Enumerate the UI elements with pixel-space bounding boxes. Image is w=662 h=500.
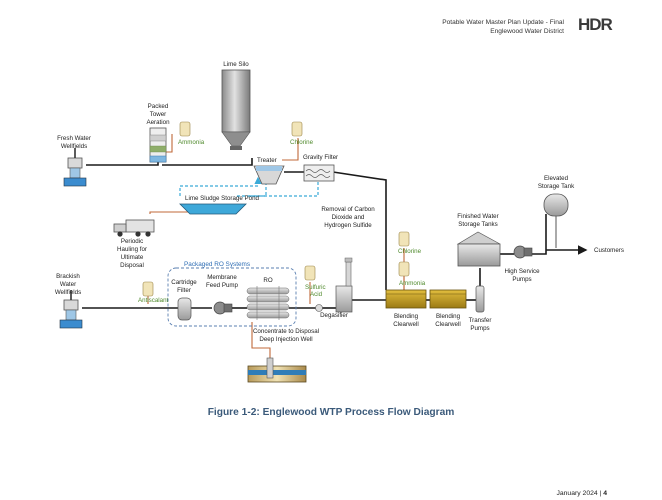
periodic-label-2: Hauling for — [117, 246, 147, 253]
hdr-logo: HDR — [578, 15, 613, 34]
packed-tower — [149, 127, 167, 163]
removal-label-3: Hydrogen Sulfide — [324, 222, 372, 229]
ro-label: RO — [263, 277, 272, 284]
fresh-water-label-2: Wellfields — [61, 143, 87, 150]
figure-caption: Figure 1-2: Englewood WTP Process Flow D… — [207, 407, 455, 418]
sulfuric-label-1: Sulfuric — [305, 284, 326, 291]
high-service-pump — [513, 245, 533, 259]
membrane-label-1: Membrane — [207, 274, 237, 281]
chlorine-tank-mid — [398, 231, 410, 247]
ammonia-tank-top — [179, 121, 191, 137]
footer-separator: | — [597, 490, 604, 497]
gravity-filter-label: Gravity Filter — [303, 154, 338, 161]
membrane-label-2: Feed Pump — [206, 282, 239, 289]
packed-tower-label-1: Packed — [148, 103, 169, 110]
lime-sludge-label: Lime Sludge Storage Pond — [185, 195, 260, 202]
elevated-storage-tank — [543, 193, 569, 248]
fresh-water-wellfield — [63, 148, 87, 187]
treater-label: Treater — [257, 157, 277, 164]
packed-tower-label-2: Tower — [150, 111, 167, 118]
concentrate-label-1: Concentrate to Disposal — [253, 328, 319, 335]
cartridge-label-2: Filter — [177, 287, 191, 294]
high-service-label-2: Pumps — [512, 276, 531, 283]
page-footer: January 2024 | 4 — [556, 490, 607, 497]
ammonia-label-mid: Ammonia — [399, 280, 426, 287]
sulfuric-acid-tank — [304, 265, 316, 281]
lime-silo — [221, 69, 251, 150]
gravity-filter — [303, 164, 335, 182]
degasifier — [315, 257, 353, 313]
header-title: Potable Water Master Plan Update - Final — [442, 19, 564, 26]
blending-clearwell-1 — [385, 289, 427, 309]
blending-clearwell-2 — [429, 289, 467, 309]
elevated-label-1: Elevated — [544, 175, 569, 182]
elevated-label-2: Storage Tank — [538, 183, 575, 190]
packaged-ro-boundary — [167, 267, 297, 327]
finished-label-1: Finished Water — [457, 213, 498, 220]
transfer-label-1: Transfer — [469, 317, 492, 324]
page-number: 4 — [603, 490, 607, 497]
blending2-label-2: Clearwell — [435, 321, 460, 328]
document-header: Potable Water Master Plan Update - Final… — [442, 19, 564, 36]
chlorine-label-top: Chlorine — [290, 139, 314, 146]
degasifier-label: Degasifier — [320, 312, 348, 319]
ammonia-tank-mid — [398, 261, 410, 277]
brackish-wellfield — [59, 290, 83, 329]
removal-label-2: Dioxide and — [332, 214, 365, 221]
periodic-label-1: Periodic — [121, 238, 143, 245]
brackish-label-2: Water — [60, 281, 76, 288]
packed-tower-label-3: Aeration — [146, 119, 170, 126]
blending1-label-1: Blending — [394, 313, 419, 320]
brackish-label-1: Brackish — [56, 273, 80, 280]
finished-water-tank — [456, 231, 501, 267]
transfer-pumps — [475, 285, 485, 313]
flow-lines — [82, 138, 588, 309]
chlorine-label-mid: Chlorine — [398, 248, 422, 255]
footer-date: January 2024 — [556, 490, 598, 497]
antiscalant-label: Antiscalant — [138, 297, 169, 304]
high-service-label-1: High Service — [504, 268, 540, 275]
ro-vessels — [246, 286, 290, 320]
lime-silo-label: Lime Silo — [223, 61, 249, 68]
transfer-label-2: Pumps — [470, 325, 489, 332]
lime-sludge-pond — [179, 203, 247, 215]
removal-label-1: Removal of Carbon — [321, 206, 375, 213]
brackish-label-3: Wellfields — [55, 289, 81, 296]
sludge-lines — [179, 176, 319, 197]
treater — [253, 165, 285, 185]
injection-well — [247, 357, 307, 383]
blending2-label-1: Blending — [436, 313, 461, 320]
blending1-label-2: Clearwell — [393, 321, 418, 328]
ammonia-label-top: Ammonia — [178, 139, 205, 146]
fresh-water-label-1: Fresh Water — [57, 135, 91, 142]
sulfuric-label-2: Acid — [310, 291, 323, 298]
header-subtitle: Englewood Water District — [490, 27, 564, 35]
concentrate-label-2: Deep Injection Well — [259, 336, 312, 343]
packaged-ro-label: Packaged RO Systems — [184, 261, 250, 268]
chlorine-tank-top — [291, 121, 303, 137]
membrane-feed-pump — [213, 301, 233, 315]
antiscalant-tank — [142, 281, 154, 297]
periodic-label-3: Ultimate — [121, 254, 144, 261]
customers-label: Customers — [594, 247, 624, 254]
haul-truck-icon — [113, 219, 155, 237]
periodic-label-4: Disposal — [120, 262, 144, 269]
cartridge-label-1: Cartridge — [171, 279, 197, 286]
finished-label-2: Storage Tanks — [458, 221, 497, 228]
cartridge-filter — [177, 297, 192, 321]
